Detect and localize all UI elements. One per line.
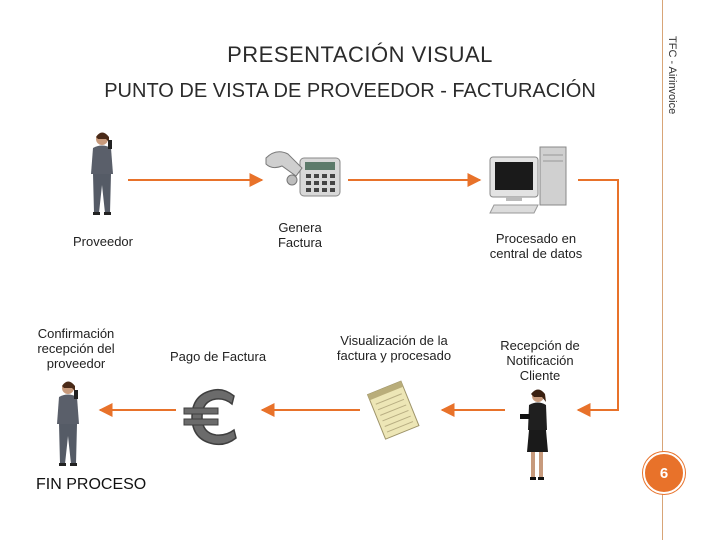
page-number-badge: 6 xyxy=(643,452,685,494)
page-title: PRESENTACIÓN VISUAL xyxy=(227,42,493,67)
label-visualizacion: Visualización de la factura y procesado xyxy=(336,333,452,363)
businesswoman-client-icon xyxy=(520,389,548,480)
robot-calculator-icon xyxy=(265,151,341,197)
page-subtitle: PUNTO DE VISTA DE PROVEEDOR - FACTURACIÓ… xyxy=(104,80,596,102)
label-confirmacion: Confirmación recepción del proveedor xyxy=(37,326,115,371)
label-procesado: Procesado en central de datos xyxy=(489,231,583,261)
notepad-icon xyxy=(366,380,420,440)
euro-icon xyxy=(183,388,237,446)
label-proveedor: Proveedor xyxy=(73,234,133,249)
businesswoman-phone-icon xyxy=(91,132,113,215)
computer-icon xyxy=(489,146,567,214)
label-pago-factura: Pago de Factura xyxy=(169,349,267,364)
sidebar-divider xyxy=(662,0,663,540)
sidebar-vertical-text: TFC - Airinvoice xyxy=(666,36,678,115)
businesswoman-confirm-icon xyxy=(57,381,79,466)
label-genera-factura: Genera Factura xyxy=(277,220,323,250)
label-fin-proceso: FIN PROCESO xyxy=(36,476,147,493)
label-recepcion: Recepción de Notificación Cliente xyxy=(500,338,580,383)
arrow-procesado-to-recepcion xyxy=(576,179,619,417)
